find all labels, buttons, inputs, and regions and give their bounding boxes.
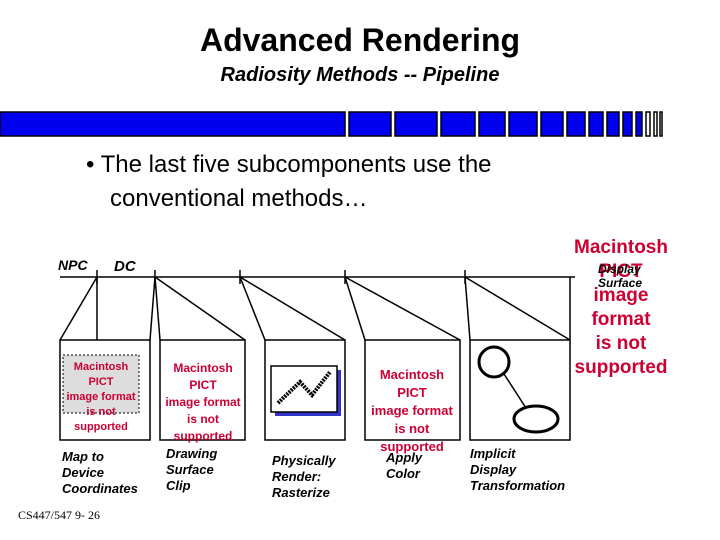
pict-line-2: image format <box>371 403 453 418</box>
dc-label: DC <box>114 258 136 275</box>
display-label-line-2: Surface <box>598 276 643 290</box>
stage-5-line-3: Transformation <box>470 478 566 493</box>
display-surface-label: Display Surface <box>598 262 642 290</box>
stage-label-5: Implicit Display Transformation <box>470 446 565 494</box>
bullet-line-1: • The last five subcomponents use the <box>86 151 492 178</box>
connector-lines <box>59 276 571 341</box>
stage-5-line-1: Implicit <box>470 446 516 461</box>
slide-footer: CS447/547 9- 26 <box>18 508 101 522</box>
npc-label: NPC <box>58 257 88 273</box>
stage-4-line-1: Apply <box>386 450 423 465</box>
pict-line-2: image format <box>66 391 136 403</box>
stage-panel-4 <box>364 339 461 441</box>
display-pict-placeholder: Macintosh PICT image format is not suppo… <box>566 236 676 380</box>
stage-panel-1 <box>59 339 151 441</box>
stage-1-line-1: Map to <box>62 449 104 464</box>
stage-panel-2 <box>159 339 246 441</box>
pict-line-2: image format <box>591 285 651 330</box>
stage-4-pict-placeholder: Macintosh PICT image format is not suppo… <box>364 366 460 456</box>
stage-1-pict-placeholder: Macintosh PICT image format is not suppo… <box>63 360 139 435</box>
bullet-line-2: conventional methods… <box>110 185 368 212</box>
stage-panels <box>59 339 571 441</box>
pict-line-3: is not supported <box>574 333 668 378</box>
raster-box <box>270 365 338 413</box>
stage-label-2: Drawing Surface Clip <box>166 446 217 494</box>
bullet-text: • The last five subcomponents use the co… <box>86 148 606 216</box>
pict-line-3: is not supported <box>173 412 233 443</box>
stage-label-4: Apply Color <box>386 450 422 482</box>
stage-label-1: Map to Device Coordinates <box>62 449 138 497</box>
stage-5-line-2: Display <box>470 462 517 477</box>
stage-3-line-2: Render: <box>272 469 322 484</box>
stage-panel-5 <box>469 339 571 441</box>
pict-line-1: Macintosh PICT <box>574 237 668 282</box>
stage-3-line-3: Rasterize <box>272 485 330 500</box>
decorative-header-bar <box>0 111 663 137</box>
stage-2-pict-placeholder: Macintosh PICT image format is not suppo… <box>162 360 244 445</box>
pict-line-3: is not supported <box>380 421 444 454</box>
stage-4-line-2: Color <box>386 466 420 481</box>
stage-2-line-3: Clip <box>166 478 191 493</box>
pict-line-1: Macintosh PICT <box>379 367 445 400</box>
stage-label-3: Physically Render: Rasterize <box>272 453 336 501</box>
display-label-line-1: Display <box>598 262 641 276</box>
stage-2-line-2: Surface <box>166 462 214 477</box>
pict-line-1: Macintosh PICT <box>73 361 129 388</box>
pict-line-3: is not supported <box>74 406 128 433</box>
pict-line-1: Macintosh PICT <box>173 361 233 392</box>
stage-3-line-1: Physically <box>272 453 336 468</box>
stage-1-line-3: Coordinates <box>62 481 138 496</box>
stage-panel-3 <box>264 339 346 441</box>
pict-line-2: image format <box>165 395 241 409</box>
slide-title: Advanced Rendering <box>199 22 521 58</box>
circle-icon <box>477 345 511 379</box>
stage-2-line-1: Drawing <box>166 446 218 461</box>
transform-arrow-line <box>503 373 527 409</box>
stage-1-hatched-box <box>62 354 140 414</box>
stage-1-line-2: Device <box>62 465 104 480</box>
ellipse-icon <box>512 404 560 434</box>
rasterized-line-icon <box>276 370 332 405</box>
slide-subtitle: Radiosity Methods -- Pipeline <box>220 64 500 86</box>
